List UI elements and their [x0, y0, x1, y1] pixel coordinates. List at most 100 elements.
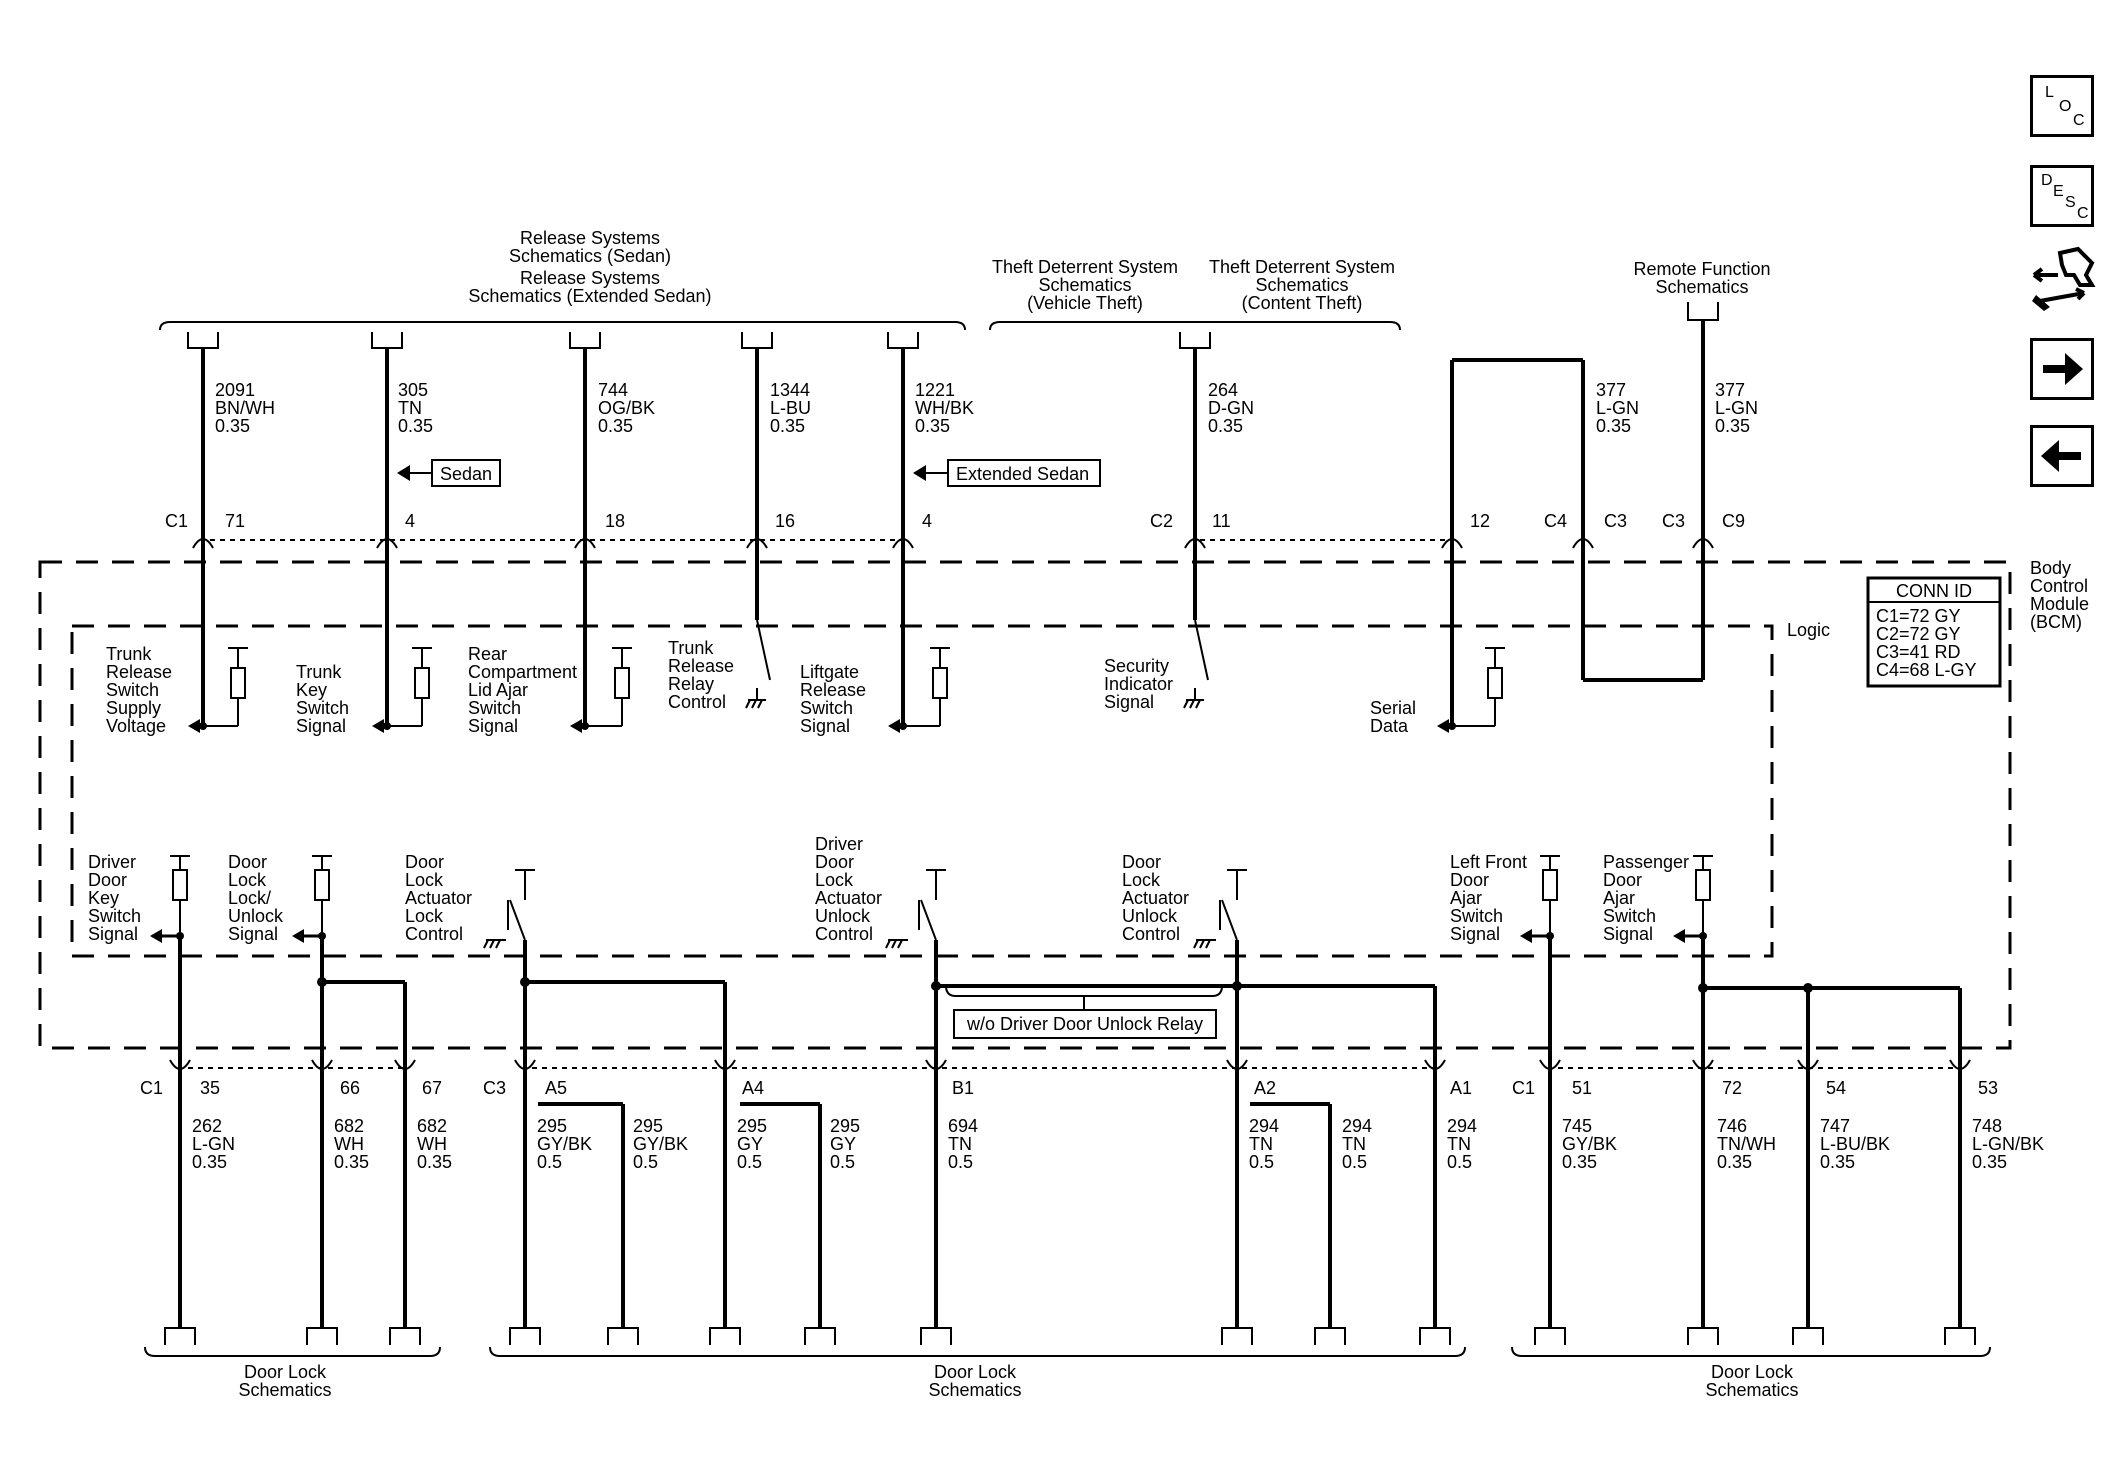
desc-letter-d: D — [2041, 172, 2053, 189]
svg-text:Control: Control — [405, 924, 463, 944]
security-indicator-switch — [1183, 619, 1209, 709]
svg-text:1344: 1344 — [770, 380, 810, 400]
svg-text:C3: C3 — [483, 1078, 506, 1098]
svg-text:Extended Sedan: Extended Sedan — [956, 464, 1089, 484]
svg-text:GY/BK: GY/BK — [633, 1134, 688, 1154]
svg-text:0.35: 0.35 — [1717, 1152, 1752, 1172]
svg-text:0.35: 0.35 — [1820, 1152, 1855, 1172]
svg-text:TN/WH: TN/WH — [1717, 1134, 1776, 1154]
svg-text:35: 35 — [200, 1078, 220, 1098]
prev-page-button[interactable] — [2030, 425, 2094, 487]
svg-text:C3: C3 — [1662, 511, 1685, 531]
arrow-right-icon — [2043, 353, 2083, 385]
svg-text:Actuator: Actuator — [1122, 888, 1189, 908]
desc-letter-s: S — [2065, 194, 2076, 211]
svg-text:C1: C1 — [140, 1078, 163, 1098]
svg-text:Voltage: Voltage — [106, 716, 166, 736]
svg-text:Lock: Lock — [405, 906, 444, 926]
svg-text:Data: Data — [1370, 716, 1409, 736]
svg-text:Lock: Lock — [1122, 870, 1161, 890]
svg-text:377: 377 — [1596, 380, 1626, 400]
conn-id-table: CONN ID C1=72 GY C2=72 GY C3=41 RD C4=68… — [1866, 576, 2002, 688]
svg-text:D-GN: D-GN — [1208, 398, 1254, 418]
svg-text:4: 4 — [405, 511, 415, 531]
svg-text:C4=68 L-GY: C4=68 L-GY — [1876, 660, 1977, 680]
svg-text:Release: Release — [800, 680, 866, 700]
svg-text:Schematics: Schematics — [238, 1380, 331, 1400]
svg-text:Door: Door — [1122, 852, 1161, 872]
top-connector-caps — [187, 302, 1719, 349]
svg-text:Signal: Signal — [468, 716, 518, 736]
loc-button[interactable]: L O C — [2030, 75, 2094, 137]
svg-text:66: 66 — [340, 1078, 360, 1098]
actuator-switches — [507, 869, 1247, 941]
svg-text:CONN ID: CONN ID — [1896, 581, 1972, 601]
next-page-button[interactable] — [2030, 338, 2094, 400]
svg-text:Signal: Signal — [228, 924, 278, 944]
svg-text:Ajar: Ajar — [1450, 888, 1482, 908]
svg-text:682: 682 — [334, 1116, 364, 1136]
svg-text:682: 682 — [417, 1116, 447, 1136]
svg-text:Trunk: Trunk — [296, 662, 342, 682]
svg-text:Signal: Signal — [800, 716, 850, 736]
logic-label: Logic — [1787, 620, 1830, 640]
svg-text:0.35: 0.35 — [417, 1152, 452, 1172]
svg-text:0.35: 0.35 — [598, 416, 633, 436]
svg-text:Rear: Rear — [468, 644, 507, 664]
svg-text:Key: Key — [296, 680, 327, 700]
svg-text:(BCM): (BCM) — [2030, 612, 2082, 632]
release-bracket — [159, 321, 966, 331]
bcm-label: Body Control Module (BCM) — [2030, 558, 2089, 632]
svg-text:Switch: Switch — [1603, 906, 1656, 926]
relay-control-switch — [745, 619, 771, 709]
svg-text:BN/WH: BN/WH — [215, 398, 275, 418]
svg-text:C2: C2 — [1150, 511, 1173, 531]
svg-text:Door: Door — [228, 852, 267, 872]
svg-text:Release Systems: Release Systems — [520, 228, 660, 248]
arrow-left-icon — [2041, 440, 2081, 472]
svg-text:Signal: Signal — [88, 924, 138, 944]
svg-text:C4: C4 — [1544, 511, 1567, 531]
bottom-pin-arcs — [169, 1059, 1971, 1070]
svg-text:Sedan: Sedan — [440, 464, 492, 484]
svg-text:295: 295 — [830, 1116, 860, 1136]
svg-text:TN: TN — [398, 398, 422, 418]
theft-bracket — [989, 321, 1401, 331]
svg-text:WH/BK: WH/BK — [915, 398, 974, 418]
svg-text:C9: C9 — [1722, 511, 1745, 531]
svg-text:1221: 1221 — [915, 380, 955, 400]
svg-text:262: 262 — [192, 1116, 222, 1136]
svg-text:0.35: 0.35 — [192, 1152, 227, 1172]
svg-text:0.5: 0.5 — [1342, 1152, 1367, 1172]
svg-text:C1: C1 — [1512, 1078, 1535, 1098]
svg-text:L-GN: L-GN — [1715, 398, 1758, 418]
svg-text:0.35: 0.35 — [1596, 416, 1631, 436]
svg-text:Theft Deterrent System: Theft Deterrent System — [992, 257, 1178, 277]
svg-text:Key: Key — [88, 888, 119, 908]
repair-icon[interactable] — [2030, 245, 2098, 325]
svg-text:Switch: Switch — [468, 698, 521, 718]
svg-text:0.35: 0.35 — [334, 1152, 369, 1172]
svg-text:0.5: 0.5 — [737, 1152, 762, 1172]
svg-text:Indicator: Indicator — [1104, 674, 1173, 694]
desc-button[interactable]: D E S C — [2030, 165, 2094, 227]
svg-text:GY/BK: GY/BK — [1562, 1134, 1617, 1154]
svg-text:Control: Control — [2030, 576, 2088, 596]
svg-text:53: 53 — [1978, 1078, 1998, 1098]
svg-text:C1=72 GY: C1=72 GY — [1876, 606, 1961, 626]
svg-text:Door: Door — [815, 852, 854, 872]
logic-outline — [70, 624, 1774, 958]
upper-signal-arrows — [188, 719, 1456, 733]
release-systems-ref: Release Systems Schematics (Sedan) Relea… — [468, 228, 711, 306]
svg-text:Switch: Switch — [800, 698, 853, 718]
loc-letter-c: C — [2073, 112, 2085, 129]
actuator-grounds — [483, 939, 1216, 949]
svg-text:294: 294 — [1249, 1116, 1279, 1136]
svg-text:Lid Ajar: Lid Ajar — [468, 680, 528, 700]
svg-text:(Vehicle Theft): (Vehicle Theft) — [1027, 293, 1143, 313]
